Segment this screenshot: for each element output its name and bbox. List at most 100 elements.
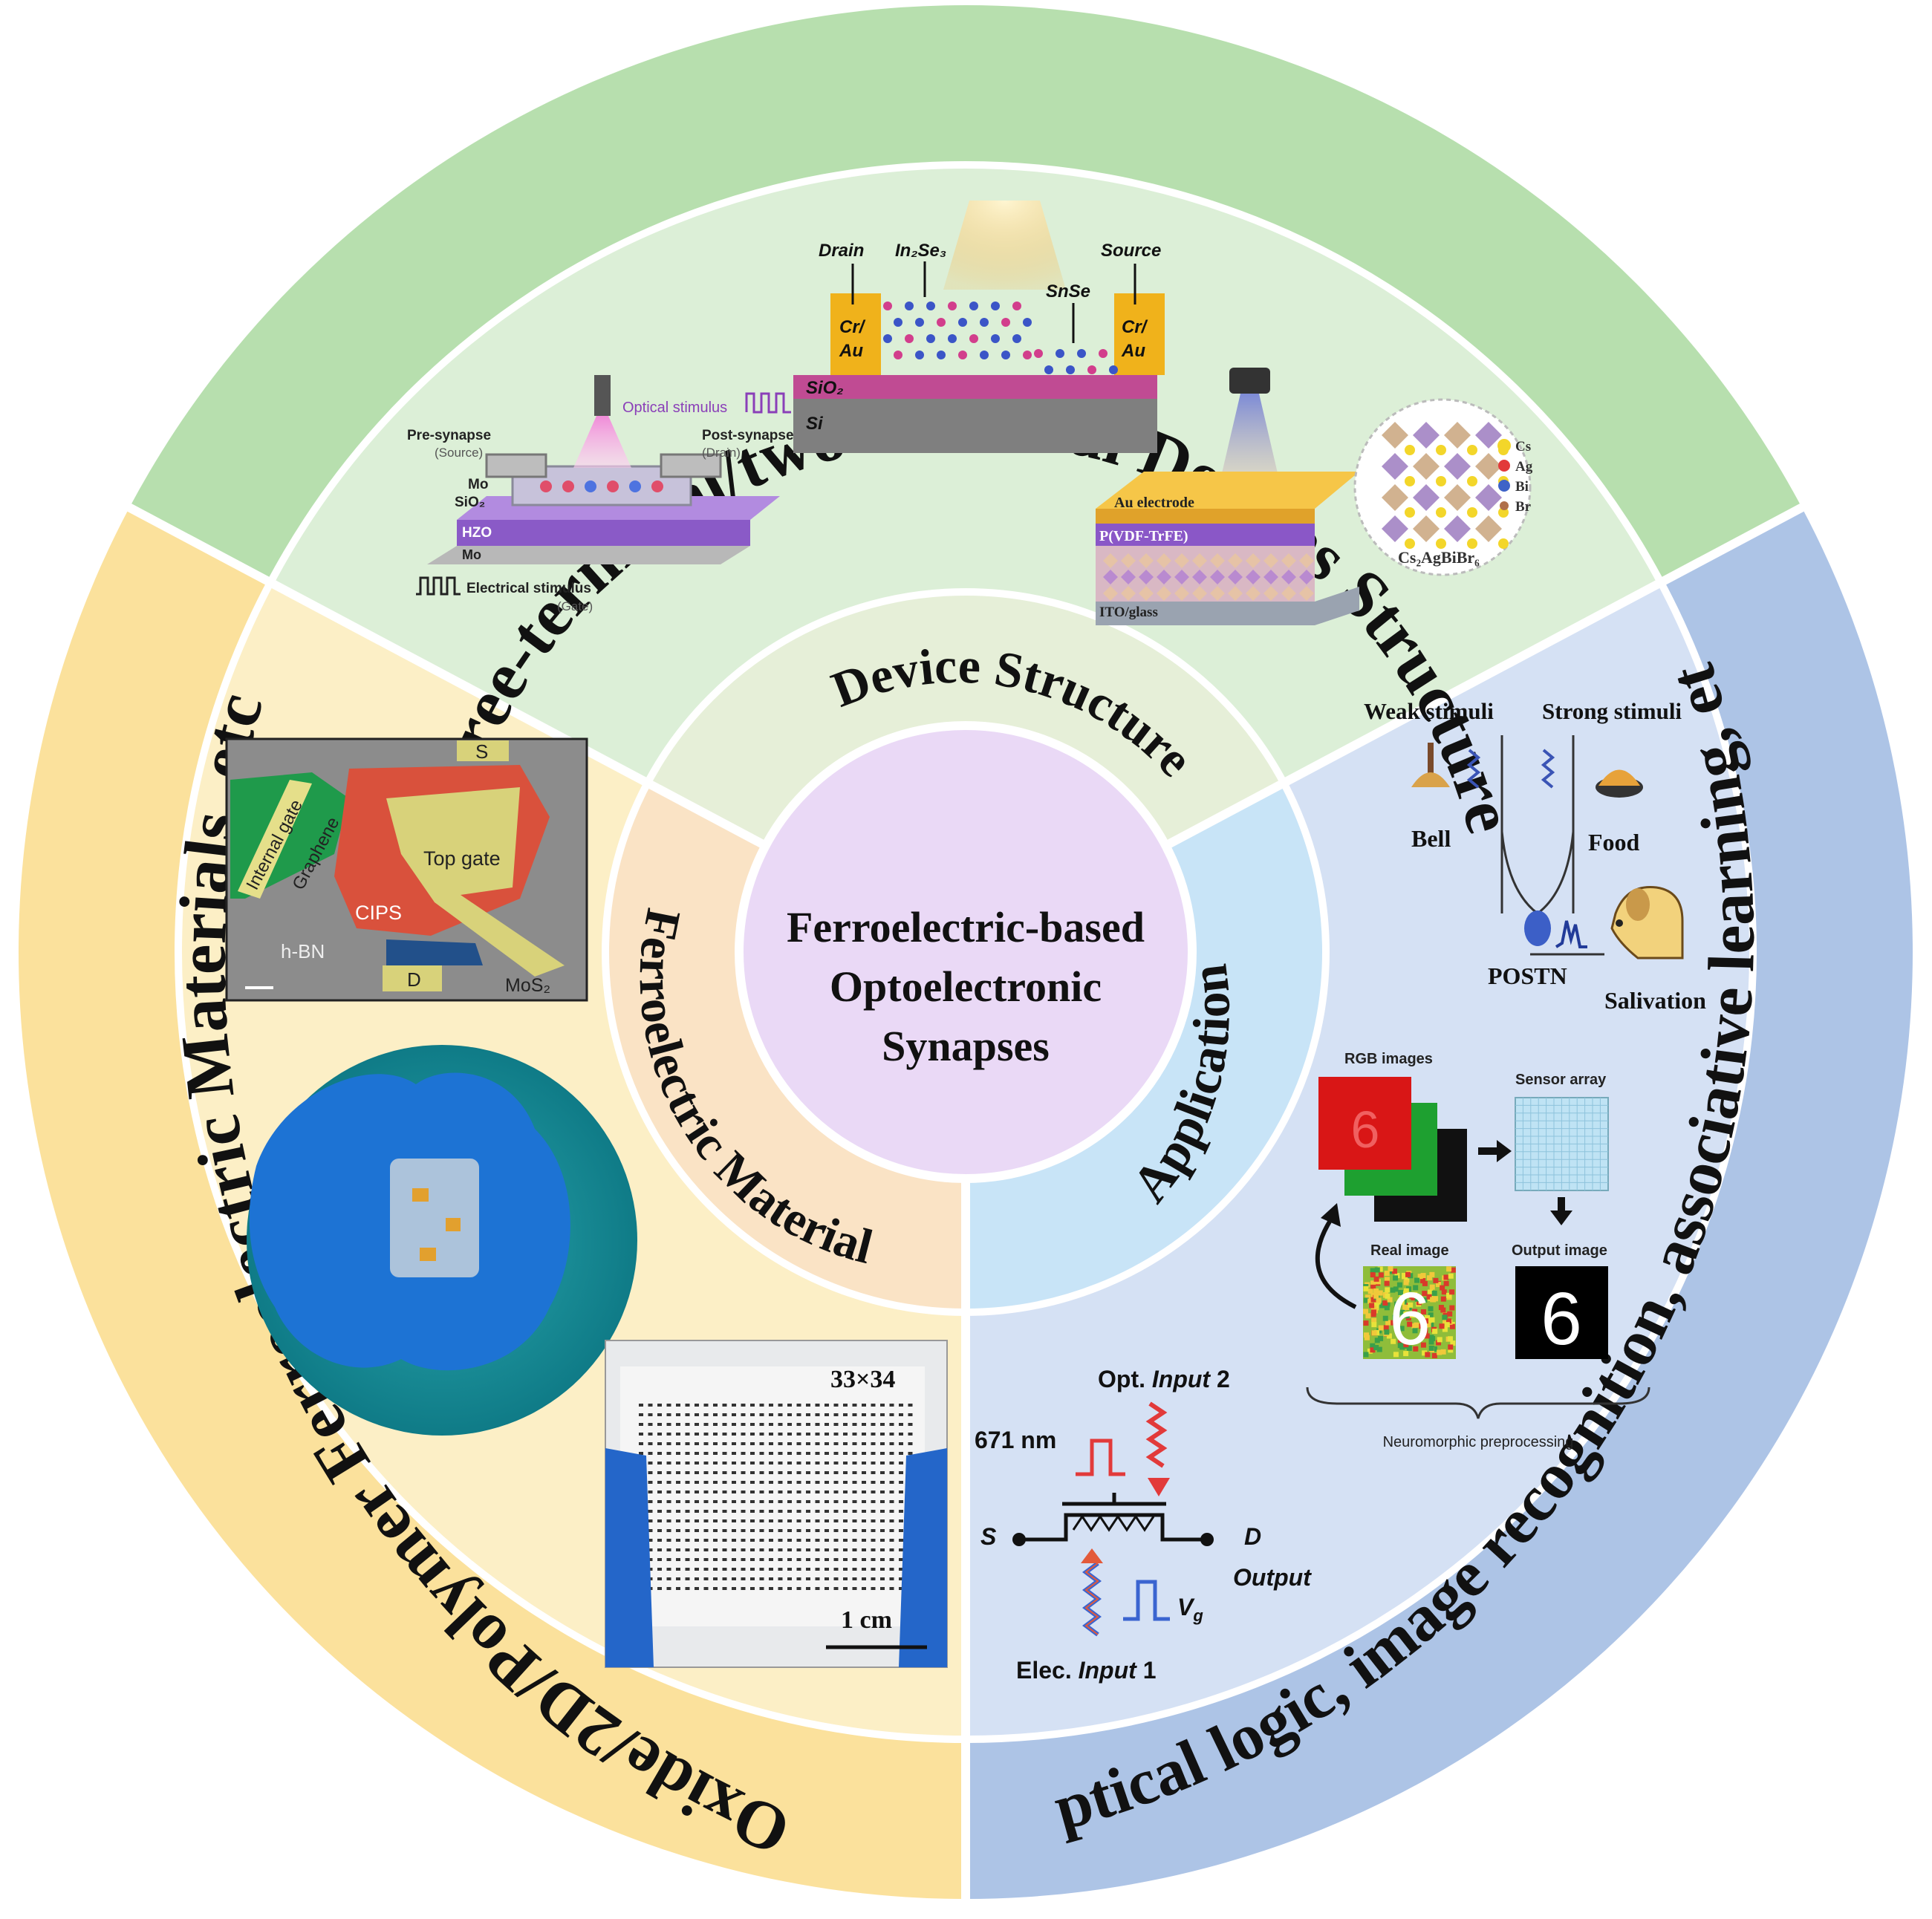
- array-device: [843, 1577, 848, 1580]
- weak-stimuli-label: Weak stimuli: [1364, 698, 1494, 724]
- array-device: [787, 1471, 792, 1474]
- noise-pixel: [1377, 1266, 1383, 1272]
- pre-synapse-source: (Source): [435, 446, 483, 460]
- array-device: [722, 1558, 727, 1561]
- lattice-atom: [958, 351, 967, 359]
- array-device: [899, 1500, 903, 1503]
- noise-pixel: [1412, 1291, 1418, 1297]
- array-device: [778, 1539, 783, 1542]
- array-device: [732, 1433, 736, 1436]
- array-device: [750, 1539, 755, 1542]
- array-device: [815, 1548, 820, 1551]
- array-device: [852, 1568, 857, 1571]
- array-device: [806, 1442, 810, 1445]
- array-device: [639, 1423, 643, 1426]
- array-device: [695, 1423, 699, 1426]
- array-device: [769, 1510, 773, 1513]
- array-device: [722, 1452, 727, 1455]
- array-device: [862, 1568, 866, 1571]
- array-device: [722, 1587, 727, 1590]
- array-device: [759, 1490, 764, 1493]
- array-device: [778, 1452, 783, 1455]
- panel-image-preprocessing: RGB images 6 Sensor array Real image 6 O…: [1306, 1051, 1650, 1450]
- strong-stimulus-wave: [1541, 749, 1555, 789]
- array-device: [676, 1423, 680, 1426]
- perovskite-octahedron: [1139, 570, 1154, 584]
- panel-sensor-array-photo: 33×34 1 cm: [605, 1340, 948, 1668]
- array-device: [796, 1452, 801, 1455]
- noise-pixel: [1363, 1352, 1369, 1358]
- crystal-atom: [1405, 445, 1415, 455]
- noise-pixel: [1426, 1294, 1432, 1300]
- outer-sector-left: [18, 507, 966, 1899]
- brace: [1306, 1387, 1650, 1419]
- array-device: [685, 1548, 690, 1551]
- array-device: [722, 1404, 727, 1407]
- converge-lines: [1500, 831, 1575, 915]
- electrical-wave-highlight: [1084, 1563, 1099, 1635]
- array-device: [732, 1404, 736, 1407]
- array-device: [741, 1404, 746, 1407]
- array-device: [769, 1433, 773, 1436]
- array-device: [880, 1452, 885, 1455]
- array-device: [778, 1529, 783, 1532]
- perovskite-octahedron: [1210, 586, 1225, 601]
- array-device: [750, 1404, 755, 1407]
- noise-pixel: [1384, 1271, 1390, 1277]
- array-device: [852, 1500, 857, 1503]
- noise-pixel: [1428, 1306, 1434, 1312]
- array-device: [759, 1481, 764, 1484]
- lattice-atom: [969, 334, 978, 343]
- array-device: [862, 1587, 866, 1590]
- array-device: [685, 1539, 690, 1542]
- array-device: [862, 1548, 866, 1551]
- array-device: [778, 1442, 783, 1445]
- lattice-atom: [948, 334, 957, 343]
- array-device: [639, 1452, 643, 1455]
- noise-pixel: [1404, 1305, 1410, 1311]
- noise-pixel: [1397, 1343, 1403, 1349]
- array-device: [657, 1510, 662, 1513]
- array-device: [657, 1558, 662, 1561]
- array-device: [759, 1568, 764, 1571]
- array-device: [759, 1529, 764, 1532]
- array-device: [703, 1500, 709, 1503]
- perovskite-octahedron: [1192, 586, 1207, 601]
- lattice-atom: [894, 318, 902, 327]
- array-device: [778, 1404, 783, 1407]
- array-device: [750, 1577, 755, 1580]
- s-terminal-label: S: [980, 1523, 997, 1550]
- arrow-to-output: [1550, 1197, 1572, 1225]
- perovskite-pattern: [1103, 553, 1314, 601]
- array-device: [695, 1442, 699, 1445]
- array-device: [695, 1452, 699, 1455]
- array-device: [824, 1587, 829, 1590]
- array-device: [741, 1539, 746, 1542]
- cr-au-right: [1114, 293, 1165, 375]
- array-device: [889, 1462, 894, 1464]
- array-device: [685, 1587, 690, 1590]
- array-device: [843, 1413, 848, 1416]
- array-device: [657, 1577, 662, 1580]
- lattice-atom: [1001, 351, 1010, 359]
- lattice-atom: [937, 318, 946, 327]
- crystal-atom: [1436, 538, 1446, 549]
- array-device: [778, 1510, 783, 1513]
- array-device: [889, 1452, 894, 1455]
- cips-label: CIPS: [355, 902, 402, 924]
- array-device: [741, 1413, 746, 1416]
- array-device: [713, 1539, 718, 1542]
- noise-pixel: [1409, 1312, 1415, 1318]
- array-device: [666, 1462, 671, 1464]
- array-device: [871, 1471, 876, 1474]
- array-device: [852, 1519, 857, 1522]
- crystal-octahedron: [1413, 515, 1440, 542]
- array-device: [639, 1413, 643, 1416]
- noise-pixel: [1394, 1301, 1400, 1307]
- array-device: [703, 1490, 709, 1493]
- noise-pixel: [1370, 1347, 1376, 1353]
- crystal-atom: [1467, 538, 1477, 549]
- right-glove: [899, 1448, 947, 1667]
- array-device: [787, 1558, 792, 1561]
- array-device: [778, 1568, 783, 1571]
